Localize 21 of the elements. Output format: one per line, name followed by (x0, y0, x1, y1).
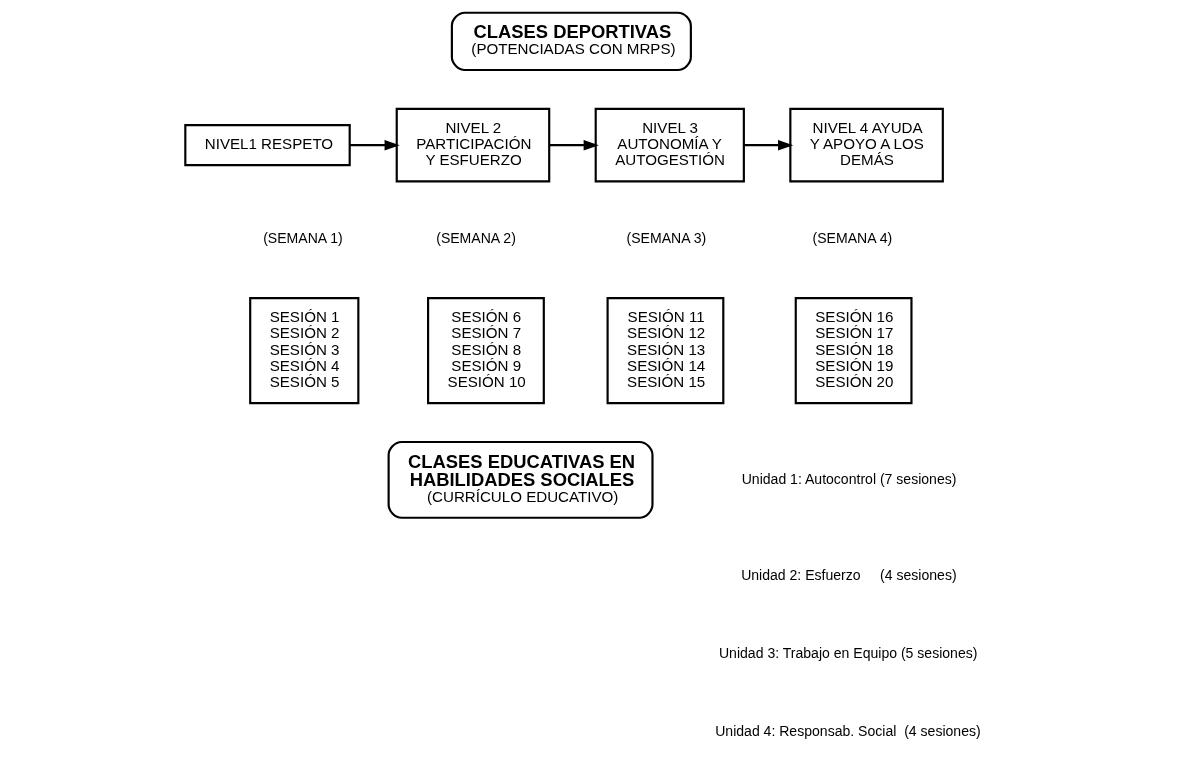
label: (SEMANA 1) (263, 230, 343, 247)
label: (SEMANA 4) (812, 230, 893, 247)
label: Unidad 1: Autocontrol (7 sesiones) (741, 470, 957, 487)
label: Unidad 2: Esfuerzo (4 sesiones) (741, 566, 957, 583)
arrow (549, 139, 599, 151)
node-box: SESIÓN 11 SESIÓN 12 SESIÓN 13 SESIÓN 14 SESIÓN 15 (606, 297, 725, 405)
node-box: CLASES EDUCATIVAS EN HABILIDADES SOCIALES (CURRÍCULO EDUCATIVO) (387, 440, 654, 519)
node-box: NIVEL 2 PARTICIPACIÓN Y ESFUERZO (395, 107, 551, 183)
node-box: NIVEL 4 AYUDA Y APOYO A LOS DEMÁS (789, 107, 944, 183)
node-box: CLASES DEPORTIVAS (POTENCIADAS CON MRPS) (450, 11, 692, 72)
arrow (349, 139, 400, 151)
node-box: SESIÓN 16 SESIÓN 17 SESIÓN 18 SESIÓN 19 SESIÓN 20 (794, 297, 913, 405)
node-box: SESIÓN 6 SESIÓN 7 SESIÓN 8 SESIÓN 9 SESIÓN 10 (427, 297, 545, 405)
arrow (743, 139, 794, 151)
node-box: SESIÓN 1 SESIÓN 2 SESIÓN 3 SESIÓN 4 SESIÓN 5 (249, 297, 360, 405)
node-box: NIVEL 3 AUTONOMÍA Y AUTOGESTIÓN (594, 107, 745, 183)
label: Unidad 4: Responsab. Social (4 sesiones) (715, 722, 981, 739)
label: Unidad 3: Trabajo en Equipo (5 sesiones) (718, 644, 978, 661)
label: (SEMANA 2) (436, 230, 516, 247)
label: (SEMANA 3) (626, 230, 707, 247)
node-box: NIVEL1 RESPETO (184, 124, 351, 167)
